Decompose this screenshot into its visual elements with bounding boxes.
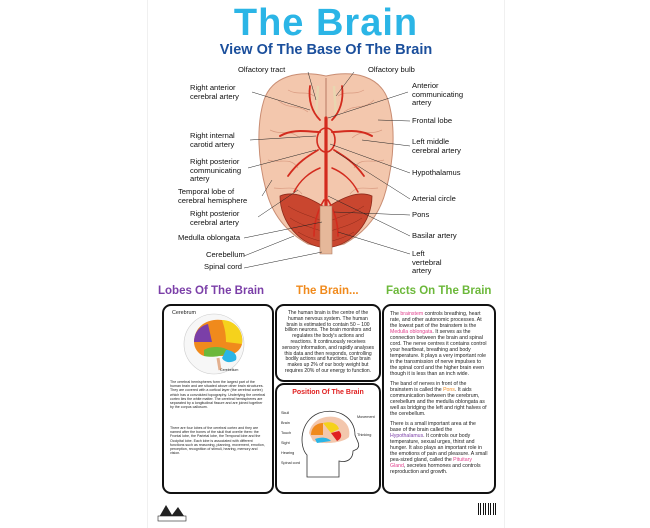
- label-right-posterior-cerebral-artery: Right posterior cerebral artery: [190, 209, 240, 227]
- label-basilar-artery: Basilar artery: [412, 231, 457, 240]
- position-label-spinal-cord: Spinal cord: [281, 461, 300, 465]
- position-label-skull: Skull: [281, 411, 290, 415]
- section-title-the-brain: The Brain...: [296, 285, 359, 297]
- facts-panel: The brainstem controls breathing, heart …: [382, 304, 496, 494]
- position-label-thinking: Thinking: [357, 433, 372, 437]
- label-right-internal-carotid-artery: Right internal carotid artery: [190, 131, 235, 149]
- position-panel: Position Of The Brain Skull Brain Touch …: [275, 383, 381, 494]
- figure-label-cerebrum: Cerebrum: [172, 310, 196, 316]
- label-right-anterior-cerebral-artery: Right anterior cerebral artery: [190, 83, 239, 101]
- label-left-vertebral-artery: Left vertebral artery: [412, 249, 442, 276]
- head-silhouette: [301, 410, 360, 478]
- label-frontal-lobe: Frontal lobe: [412, 116, 453, 125]
- section-title-facts: Facts On The Brain: [386, 285, 492, 297]
- facts-body: The brainstem controls breathing, heart …: [390, 311, 488, 475]
- label-cerebellum: Cerebellum: [206, 250, 245, 259]
- gyri-lines: [267, 89, 385, 195]
- label-pons: Pons: [412, 210, 430, 219]
- facts-paragraph-1: The brainstem controls breathing, heart …: [390, 311, 487, 377]
- artery-network: [279, 85, 373, 237]
- lobes-body-text-2: There are four lobes of the cerebral cor…: [170, 426, 265, 456]
- position-label-hearing: Hearing: [281, 451, 295, 455]
- page-title: The Brain: [233, 2, 419, 44]
- label-medulla-oblongata: Medulla oblongata: [178, 233, 241, 242]
- position-label-brain: Brain: [281, 421, 290, 425]
- publisher-logo: [156, 503, 188, 523]
- highlight-brainstem: brainstem: [400, 311, 424, 317]
- label-olfactory-bulb: Olfactory bulb: [368, 65, 415, 74]
- position-label-touch: Touch: [281, 431, 292, 435]
- the-brain-body-text: The human brain is the centre of the hum…: [282, 310, 374, 374]
- label-spinal-cord: Spinal cord: [204, 262, 242, 271]
- position-panel-title: Position Of The Brain: [292, 389, 364, 396]
- label-right-posterior-communicating-artery: Right posterior communicating artery: [190, 157, 242, 184]
- highlight-pituitary: Pituitary Gland: [390, 457, 472, 469]
- position-label-sight: Sight: [281, 441, 290, 445]
- label-olfactory-tract: Olfactory tract: [238, 65, 286, 74]
- facts-paragraph-2: The band of nerves in front of the brain…: [390, 381, 487, 417]
- section-title-lobes: Lobes Of The Brain: [158, 285, 265, 297]
- highlight-hypothalamus: Hypothalamus: [390, 433, 424, 439]
- lobes-figure: [183, 313, 245, 375]
- poster: The Brain View Of The Base Of The Brain: [148, 0, 504, 528]
- label-hypothalamus: Hypothalamus: [412, 168, 461, 177]
- label-arterial-circle: Arterial circle: [412, 194, 456, 203]
- page-subtitle: View Of The Base Of The Brain: [219, 42, 433, 58]
- leader-lines: [243, 71, 411, 269]
- the-brain-panel: The human brain is the centre of the hum…: [275, 304, 381, 382]
- facts-paragraph-3: There is a small important area at the b…: [390, 421, 488, 475]
- brain-base-illustration: [243, 71, 411, 269]
- barcode: [478, 503, 498, 515]
- lobes-panel: Cerebrum Cerebellum The cerebral hemisph…: [162, 304, 274, 494]
- label-temporal-lobe: Temporal lobe of cerebral hemisphere: [178, 187, 248, 205]
- position-label-movement: Movement: [357, 415, 375, 419]
- label-left-middle-cerebral-artery: Left middle cerebral artery: [412, 137, 461, 155]
- label-anterior-communicating-artery: Anterior communicating artery: [412, 81, 464, 108]
- highlight-medulla: Medulla oblongata: [390, 329, 433, 335]
- figure-label-cerebellum: Cerebellum: [220, 368, 239, 372]
- lobes-body-text: The cerebral hemispheres form the larges…: [170, 380, 266, 410]
- highlight-pons: Pons: [443, 387, 455, 393]
